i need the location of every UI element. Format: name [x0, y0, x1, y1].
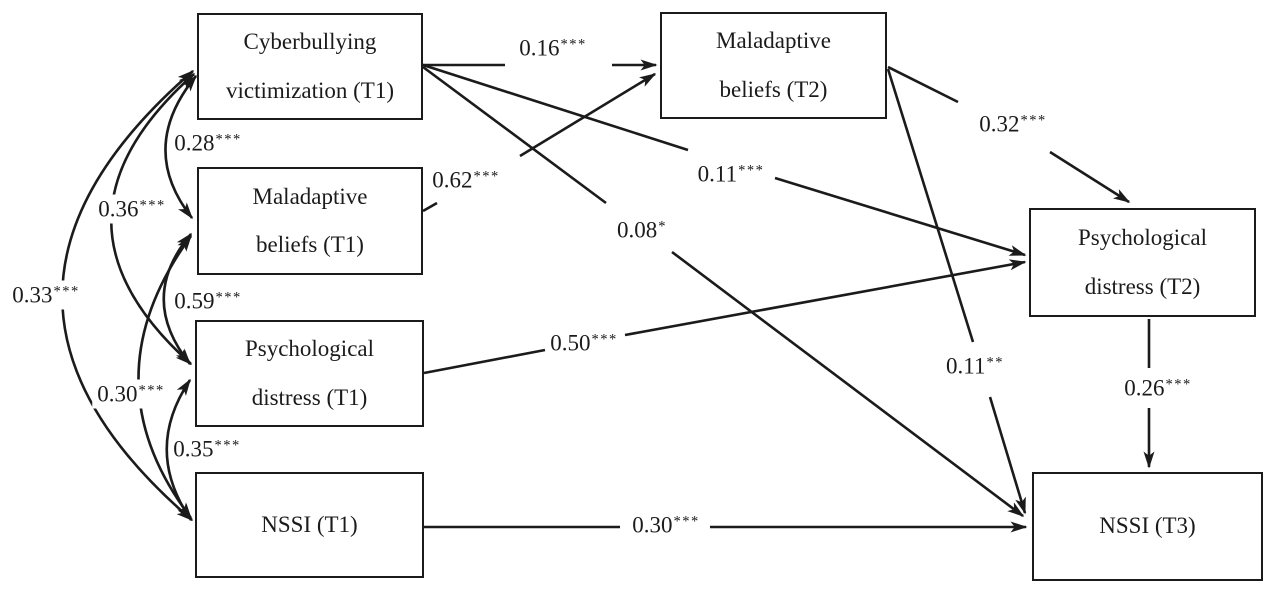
node-cyberbullying-victimization-t1: Cyberbullying victimization (T1) — [197, 13, 423, 120]
covariance-label-cv-nssi1: 0.33*** — [7, 280, 85, 310]
covariance-label-cv-pd1: 0.36*** — [93, 194, 171, 224]
coefficient-cv-t1-to-mb-t2: 0.16*** — [519, 35, 587, 61]
node-label-line: beliefs (T2) — [719, 76, 828, 102]
node-psychological-distress-t1: Psychological distress (T1) — [195, 320, 424, 427]
arrow-mb-t2-to-nssi-t3 — [886, 68, 1025, 513]
covariance-label-mb1-pd1: 0.59*** — [174, 288, 242, 314]
node-maladaptive-beliefs-t2: Maladaptive beliefs (T2) — [660, 12, 887, 119]
arrow-mb-t2-to-pd-t2 — [887, 65, 1129, 202]
node-label-line: beliefs (T1) — [256, 232, 364, 257]
coefficient-mb-t2-to-nssi-t3: 0.11** — [946, 353, 1004, 379]
arrow-pd-t1-to-pd-t2 — [423, 262, 1025, 375]
arrow-cv-t1-to-pd-t2 — [422, 63, 1025, 255]
node-label-line: Psychological — [1077, 225, 1208, 251]
node-psychological-distress-t2: Psychological distress (T2) — [1029, 208, 1256, 317]
node-maladaptive-beliefs-t1: Maladaptive beliefs (T1) — [197, 167, 423, 275]
node-label-line: victimization (T1) — [226, 77, 394, 103]
node-label-line: Cyberbullying — [243, 29, 377, 55]
coefficient-mb-t1-to-mb-t2: 0.62*** — [432, 167, 500, 193]
covariance-label-cv-mb1: 0.28*** — [174, 130, 242, 156]
node-nssi-t3: NSSI (T3) — [1032, 472, 1263, 581]
covariance-mb1-nssi1 — [137, 234, 193, 520]
node-label-line: Psychological — [244, 336, 375, 362]
coefficient-cv-t1-to-pd-t2: 0.11*** — [697, 161, 765, 187]
node-nssi-t1: NSSI (T1) — [195, 472, 424, 578]
coefficient-cv-t1-to-nssi-t3: 0.08* — [617, 217, 667, 243]
arrow-cv-t1-to-nssi-t3 — [422, 65, 1023, 516]
node-label-line: Maladaptive — [716, 28, 831, 54]
node-label-line: distress (T1) — [251, 384, 368, 410]
node-label-line: NSSI (T3) — [1099, 513, 1196, 539]
covariance-label-mb1-nssi1: 0.30*** — [92, 379, 170, 409]
node-label-line: NSSI (T1) — [261, 511, 358, 537]
coefficient-pd-t2-to-nssi-t3: 0.26*** — [1124, 375, 1192, 401]
coefficient-mb-t2-to-pd-t2: 0.32*** — [979, 111, 1047, 137]
covariance-label-pd1-nssi1: 0.35*** — [173, 436, 241, 462]
covariance-pd1-nssi1 — [165, 378, 193, 522]
arrow-mb-t1-to-mb-t2 — [422, 74, 655, 213]
node-label-line: distress (T2) — [1084, 273, 1201, 299]
coefficient-pd-t1-to-pd-t2: 0.50*** — [550, 330, 618, 356]
coefficient-nssi-t1-to-nssi-t3: 0.30*** — [632, 512, 700, 538]
node-label-line: Maladaptive — [252, 183, 368, 209]
